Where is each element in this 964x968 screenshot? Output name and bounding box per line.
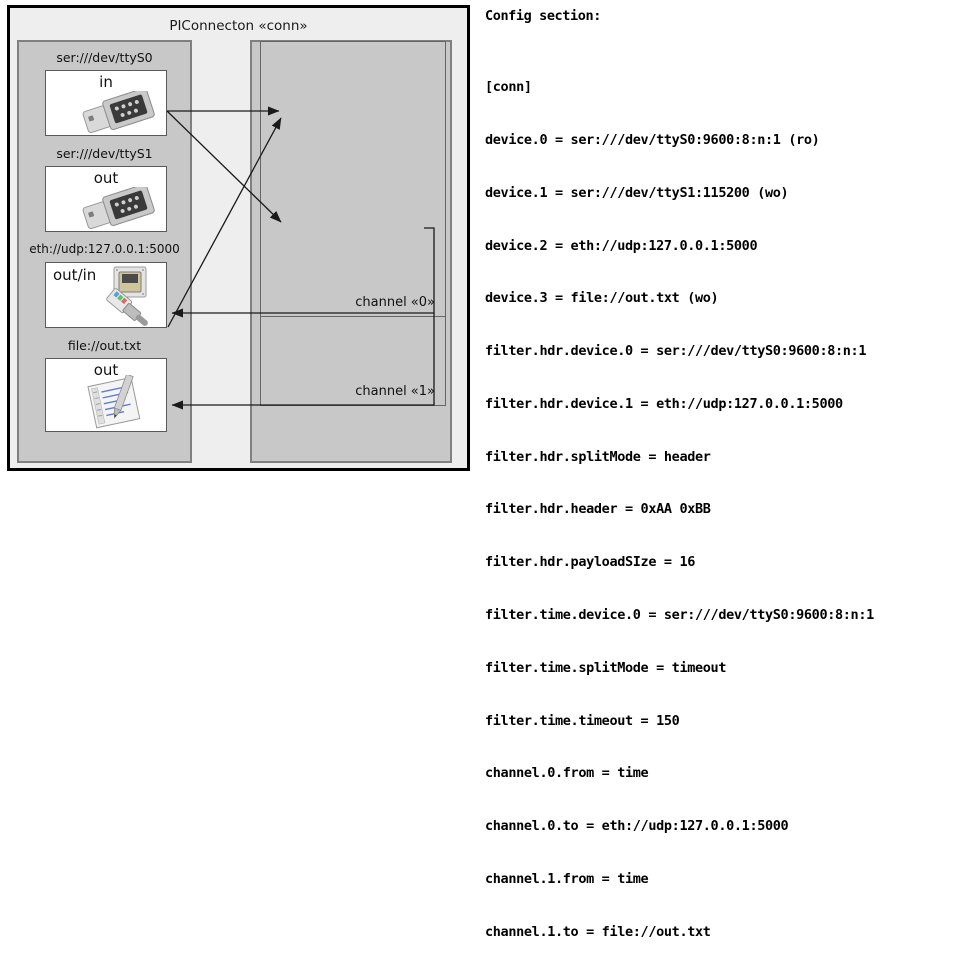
filters-group: filters Filter «hdr» header = 0xAA 0xBB … [250, 40, 452, 463]
config-line: filter.hdr.payloadSIze = 16 [485, 554, 695, 571]
config-line: device.3 = file://out.txt (wo) [485, 290, 719, 307]
device-box-ttyS0: in [45, 70, 167, 136]
text-file-icon [87, 375, 141, 429]
channel-box-1: channel «1» [260, 316, 446, 406]
devices-group: ser:///dev/ttyS0 in ser:///dev/ttyS1 out [17, 40, 192, 463]
config-line: device.2 = eth://udp:127.0.0.1:5000 [485, 237, 758, 254]
config-lines: [conn] device.0 = ser:///dev/ttyS0:9600:… [485, 44, 874, 968]
device-io-file: out [93, 361, 119, 379]
config-line: channel.1.from = time [485, 870, 649, 887]
config-line: filter.time.device.0 = ser:///dev/ttyS0:… [485, 607, 874, 623]
config-line: filter.time.timeout = 150 [485, 712, 680, 729]
device-io-ttyS0: in [99, 73, 113, 91]
config-line: filter.hdr.header = 0xAA 0xBB [485, 501, 711, 518]
architecture-diagram: PIConnecton «conn» ser:///dev/ttyS0 in s… [0, 0, 478, 484]
config-line: filter.time.splitMode = timeout [485, 659, 727, 676]
device-io-ttyS1: out [93, 169, 119, 187]
config-line: filter.hdr.device.0 = ser:///dev/ttyS0:9… [485, 343, 867, 360]
config-line: device.0 = ser:///dev/ttyS0:9600:8:n:1 (… [485, 131, 820, 148]
ethernet-rj45-icon [106, 266, 148, 326]
device-box-file: out [45, 358, 167, 432]
config-line: filter.hdr.splitMode = header [485, 448, 711, 465]
channel-label-0: channel «0» [355, 295, 435, 310]
config-line: channel.0.from = time [485, 765, 649, 782]
device-label-eth: eth://udp:127.0.0.1:5000 [29, 242, 180, 256]
device-label-ttyS0: ser:///dev/ttyS0 [56, 50, 153, 65]
config-line: channel.0.to = eth://udp:127.0.0.1:5000 [485, 818, 789, 835]
serial-db9-icon [82, 187, 155, 229]
serial-db9-icon [82, 91, 155, 133]
device-box-eth: out/in [45, 262, 167, 328]
channel-box-0: channel «0» [260, 41, 446, 317]
config-line: filter.hdr.device.1 = eth://udp:127.0.0.… [485, 395, 843, 412]
config-heading: Config section: [485, 8, 601, 24]
device-label-file: file://out.txt [67, 338, 142, 353]
config-panel: Config section: [conn] device.0 = ser://… [481, 0, 964, 940]
device-box-ttyS1: out [45, 166, 167, 232]
device-label-ttyS1: ser:///dev/ttyS1 [56, 146, 153, 161]
channel-label-1: channel «1» [355, 384, 435, 399]
config-line: device.1 = ser:///dev/ttyS1:115200 (wo) [485, 184, 789, 201]
device-io-eth: out/in [53, 266, 97, 284]
config-line: channel.1.to = file://out.txt [485, 923, 711, 940]
diagram-title: PIConnecton «conn» [169, 18, 308, 34]
config-line: [conn] [485, 79, 532, 96]
